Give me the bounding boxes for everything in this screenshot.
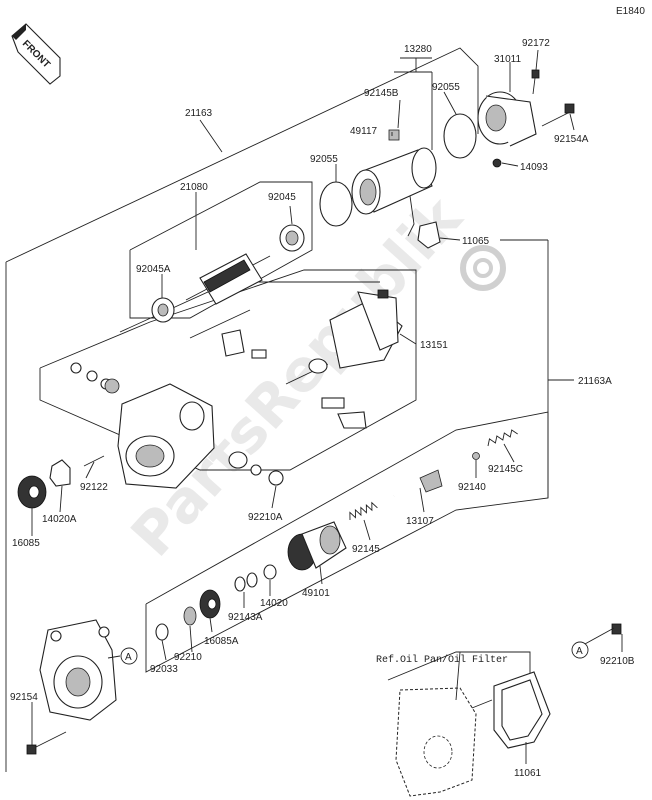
callout-49101: 49101 — [302, 588, 330, 599]
part-92045A-bearing — [151, 297, 175, 323]
callout-92154: 92154 — [10, 692, 38, 703]
callout-16085A: 16085A — [204, 636, 239, 647]
part-small-washers — [70, 362, 120, 394]
part-14093-nut — [492, 158, 502, 168]
svg-text:A: A — [576, 646, 583, 657]
callout-92143A: 92143A — [228, 612, 263, 623]
callout-92145: 92145 — [352, 544, 380, 555]
part-92210-washer — [183, 606, 197, 626]
reference-a-left: A — [120, 647, 138, 665]
part-oil-pan-ref — [395, 687, 493, 797]
part-92154-bolt — [26, 731, 67, 755]
part-armature — [185, 253, 271, 305]
callout-14020: 14020 — [260, 598, 288, 609]
callout-13107: 13107 — [406, 516, 434, 527]
callout-14020A: 14020A — [42, 514, 77, 525]
part-13151-brush-plate — [329, 289, 403, 369]
callout-92055-left: 92055 — [310, 154, 338, 165]
part-16085-gear — [17, 475, 47, 509]
callout-92045A: 92045A — [136, 264, 171, 275]
front-arrow-icon: FRONT — [11, 23, 61, 85]
part-13280-yoke — [351, 147, 437, 237]
callout-13280: 13280 — [404, 44, 432, 55]
part-92172-screw — [531, 69, 540, 95]
callout-labels: 21163 13280 31011 92172 92145B 92055 491… — [10, 38, 635, 779]
callout-14093: 14093 — [520, 162, 548, 173]
oil-pan-reference-label: Ref.Oil Pan/Oil Filter — [376, 654, 508, 666]
gear-icon — [460, 245, 506, 291]
part-92154A-bolt — [541, 103, 575, 127]
frame-21163 — [5, 47, 479, 263]
callout-92210B: 92210B — [600, 656, 635, 667]
reference-a-right: A — [571, 641, 589, 659]
part-11065-connector — [417, 221, 441, 249]
frame-brush-plate — [39, 269, 417, 471]
callout-21163A: 21163A — [578, 376, 612, 387]
part-31011-cover — [477, 91, 537, 147]
callout-92145C: 92145C — [488, 464, 523, 475]
part-92045-bearing — [279, 224, 305, 252]
part-gear-housing — [117, 383, 215, 489]
callout-92210A: 92210A — [248, 512, 283, 523]
part-92143A-spacers — [234, 572, 258, 592]
callout-11065: 11065 — [462, 236, 490, 247]
callout-92045: 92045 — [268, 192, 296, 203]
part-92145C-spring — [487, 429, 518, 447]
callout-31011: 31011 — [494, 54, 522, 65]
part-11061-gasket — [493, 671, 551, 749]
part-14020A-collar — [49, 459, 71, 487]
callout-92140: 92140 — [458, 482, 486, 493]
part-housing-bearings — [228, 451, 284, 486]
part-92210B-nut — [611, 623, 622, 635]
callout-92154A: 92154A — [554, 134, 589, 145]
part-brush-holders — [221, 329, 367, 429]
callout-92122: 92122 — [80, 482, 108, 493]
svg-text:A: A — [125, 652, 132, 663]
part-92122-pin — [83, 455, 105, 467]
frame-oil-pan-ref — [387, 651, 531, 681]
diagram-code: E1840 — [616, 6, 645, 17]
callout-13151: 13151 — [420, 340, 448, 351]
callout-16085: 16085 — [12, 538, 40, 549]
callout-49117: 49117 — [350, 126, 378, 137]
part-92145-spring — [349, 501, 378, 521]
callout-92210: 92210 — [174, 652, 202, 663]
part-13107-shaft — [393, 469, 443, 498]
part-92140-ball — [472, 452, 480, 460]
part-92033-circlip — [155, 623, 169, 641]
part-92055-oring-left — [319, 181, 353, 227]
callout-92055-top: 92055 — [432, 82, 460, 93]
callout-21080: 21080 — [180, 182, 208, 193]
callout-11061: 11061 — [514, 768, 542, 779]
part-92055-oring-top — [443, 113, 477, 159]
part-49101-clutch — [287, 521, 347, 571]
part-16085A-gear — [199, 589, 221, 619]
part-14020-collar — [263, 564, 277, 580]
frame-21080 — [129, 181, 313, 319]
callout-92145B: 92145B — [364, 88, 399, 99]
callout-21163: 21163 — [185, 108, 213, 119]
callout-92033: 92033 — [150, 664, 178, 675]
callout-92172: 92172 — [522, 38, 550, 49]
part-end-housing — [39, 619, 117, 721]
part-49117-bushing — [388, 129, 400, 141]
